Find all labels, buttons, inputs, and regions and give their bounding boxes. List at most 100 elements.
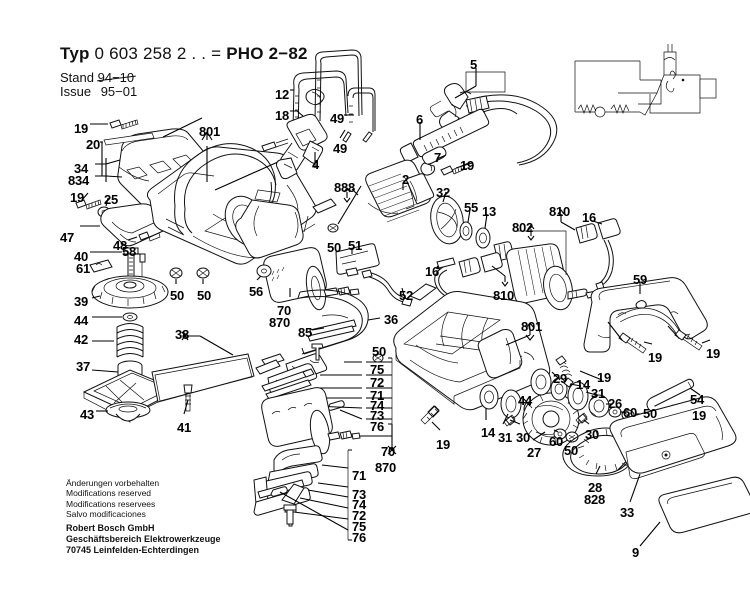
title-number: 0 603 258 2 . .: [94, 44, 207, 63]
lead-7: [436, 154, 447, 160]
bracket-lower-ticks: [348, 449, 352, 541]
marker-810b: [501, 276, 509, 287]
part-85-strip2: [307, 325, 355, 342]
part-callout-49: 49: [333, 141, 348, 156]
part-callout-39: 39: [74, 294, 89, 309]
field-coil-2: [365, 159, 435, 223]
right-housing-801b: [393, 283, 551, 411]
title-equals: =: [211, 44, 222, 63]
lead-810a: [560, 221, 576, 231]
part-callout-75: 75: [352, 519, 367, 534]
part-callout-19: 19: [648, 350, 663, 365]
belt-cover-detail: [321, 314, 349, 319]
title-prefix: Typ: [60, 44, 90, 63]
part-callout-30: 30: [585, 427, 600, 442]
lead-19e2: [667, 325, 679, 338]
part-51-plate: [335, 243, 380, 277]
lead-38: [199, 335, 234, 356]
part-callout-34: 34: [74, 161, 89, 176]
lead-25: [105, 197, 109, 207]
part-callout-19: 19: [692, 408, 707, 423]
plate-9: [658, 476, 750, 534]
part-callout-810: 810: [493, 288, 515, 303]
belt-cover-33: [609, 396, 737, 480]
lead-60b: [553, 429, 559, 433]
main-housing-801: [146, 143, 317, 265]
lead-48: [127, 236, 138, 241]
lead-85: [311, 327, 325, 331]
part-callout-43: 43: [80, 407, 95, 422]
key-61: [89, 259, 113, 273]
box-5: [465, 71, 506, 93]
footer-block: Änderungen vorbehalten Modifications res…: [66, 478, 221, 556]
part-callout-59: 59: [633, 272, 648, 287]
part-callout-40: 40: [74, 249, 89, 264]
part-callout-74: 74: [370, 398, 385, 413]
screw-19d: [618, 332, 647, 354]
part-callout-42: 42: [74, 332, 89, 347]
footer-line-2: Modifications reservees: [66, 498, 156, 509]
gear-cluster: [479, 355, 635, 446]
part-callout-50: 50: [564, 443, 579, 458]
lead-810b: [491, 265, 506, 277]
knob-39: [91, 275, 169, 309]
stand-value: 94−10: [97, 70, 135, 85]
tip-49b: [342, 131, 352, 143]
foot-43: [105, 401, 151, 422]
issue-label: Issue: [60, 84, 92, 99]
lead-30b: [583, 419, 590, 425]
lead-cover-long: [162, 117, 203, 138]
lead-888: [351, 188, 359, 196]
lead-56: [256, 275, 262, 281]
footer-line-1: Modifications reserved: [66, 488, 152, 499]
handle-cover-59: [583, 277, 708, 353]
lead-54: [689, 387, 701, 396]
part-callout-801: 801: [521, 319, 543, 334]
screw-19-lower: [75, 199, 102, 210]
lead-27: [532, 431, 546, 441]
lead-801b: [505, 334, 531, 346]
part-callout-870: 870: [375, 460, 397, 475]
footer-line-3: Salvo modificaciones: [66, 509, 146, 520]
part-callout-47: 47: [60, 230, 75, 245]
lead-834: [105, 175, 123, 178]
part-callout-52: 52: [399, 288, 414, 303]
lead-20b: [101, 142, 108, 177]
drum-70-lower: [261, 387, 361, 455]
part-callout-44: 44: [74, 313, 89, 328]
footer-line-0: Änderungen vorbehalten: [66, 478, 160, 488]
part-callout-828: 828: [584, 492, 606, 507]
part-callout-50: 50: [197, 288, 212, 303]
part-49-right: [347, 87, 376, 131]
part-callout-73: 73: [352, 487, 367, 502]
part-callout-54: 54: [690, 392, 705, 407]
lead-13: [484, 213, 488, 229]
lead-37: [91, 369, 119, 373]
part-callout-18: 18: [275, 108, 290, 123]
washers-50ab: [169, 267, 210, 279]
lead-52: [401, 287, 405, 297]
part-callout-870: 870: [269, 315, 291, 330]
part-callout-20: 20: [86, 137, 101, 152]
lead-41: [183, 399, 189, 415]
part-callout-802: 802: [512, 220, 534, 235]
part-callout-2: 2: [402, 172, 410, 187]
lead-19f: [431, 421, 441, 431]
tip-49c: [362, 131, 373, 143]
part-callout-36: 36: [384, 312, 399, 327]
lead-31a: [585, 391, 597, 396]
lead-73b: [317, 482, 349, 488]
lead-19d: [643, 341, 653, 345]
part-callout-50: 50: [643, 406, 658, 421]
lead-9: [639, 521, 661, 547]
part-callout-9: 9: [632, 545, 640, 560]
marker-810a: [557, 209, 565, 222]
part-callout-834: 834: [68, 173, 90, 188]
belt-cover-36-inner: [299, 296, 363, 355]
wiring-schematic-inset: [574, 44, 717, 118]
part-callout-55: 55: [464, 200, 479, 215]
part-49-ticks: [317, 71, 321, 113]
part-49-frame-inner: [320, 54, 360, 117]
part-callout-73: 73: [370, 408, 385, 423]
part-callout-61: 61: [76, 261, 91, 276]
